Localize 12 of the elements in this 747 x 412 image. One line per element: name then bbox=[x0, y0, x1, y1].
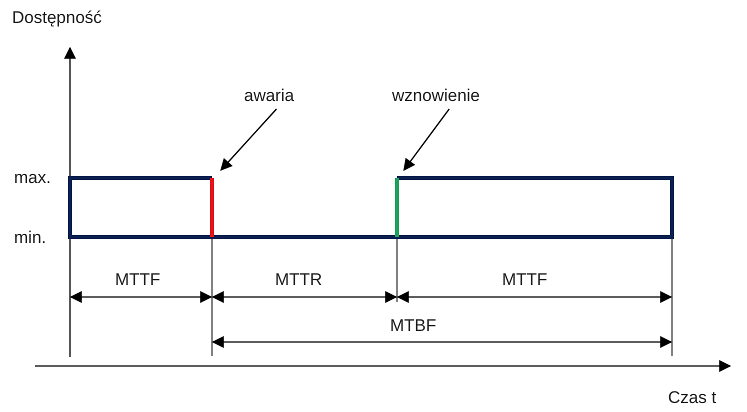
leader-arrow bbox=[403, 108, 450, 171]
leader-arrow bbox=[220, 108, 278, 171]
level-label: min. bbox=[14, 228, 46, 248]
dimension-label: MTBF bbox=[390, 316, 436, 336]
dimension-label: MTTR bbox=[275, 270, 322, 290]
callout-label: wznowienie bbox=[392, 86, 480, 106]
dimension-label: MTTF bbox=[502, 270, 548, 290]
level-label: max. bbox=[14, 168, 51, 188]
callout-label: awaria bbox=[244, 86, 294, 106]
axis-title: Czas t bbox=[668, 388, 716, 408]
axis-title: Dostępność bbox=[12, 8, 102, 28]
dimension-label: MTTF bbox=[115, 270, 160, 290]
